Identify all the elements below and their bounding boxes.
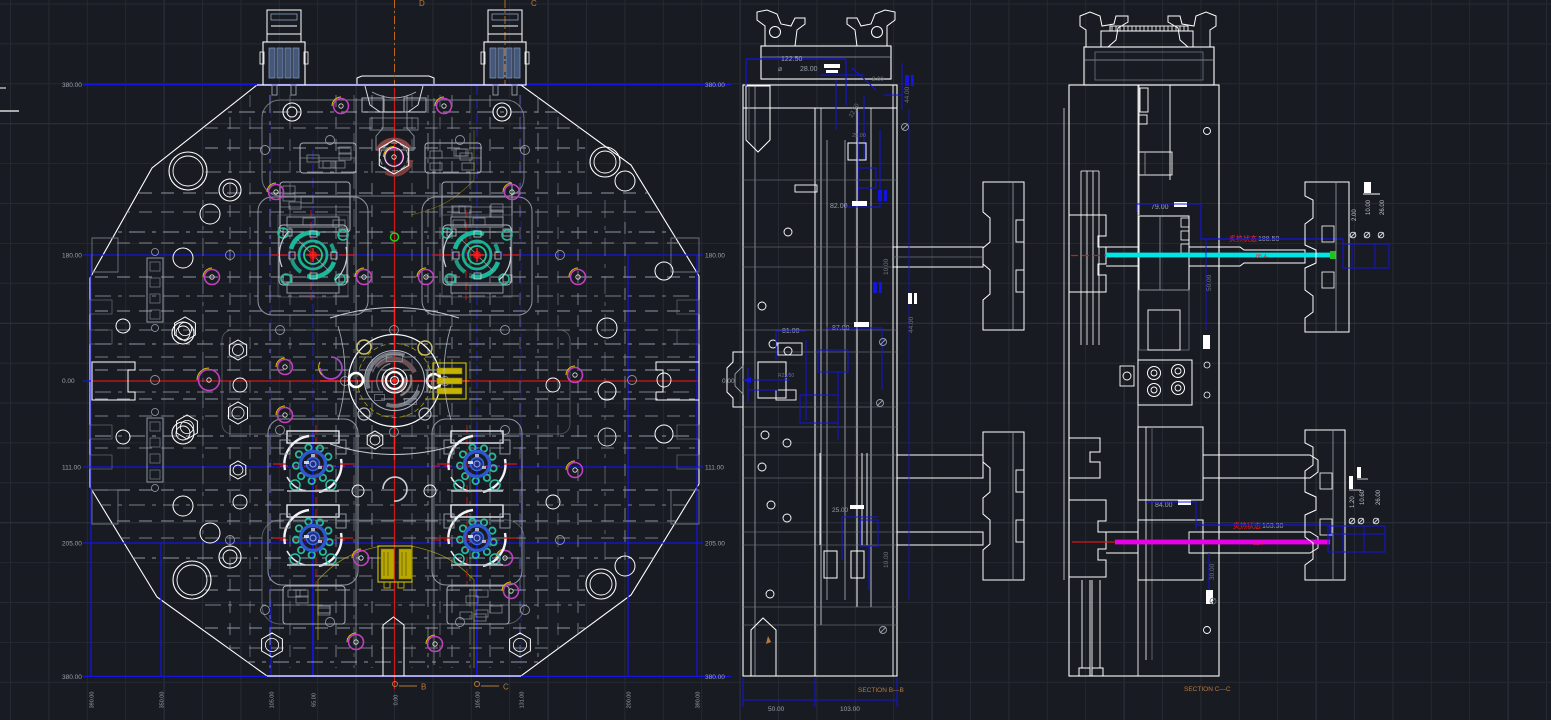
svg-text:26.00: 26.00 xyxy=(1376,489,1382,505)
svg-text:0.00: 0.00 xyxy=(62,378,75,385)
svg-text:390.00: 390.00 xyxy=(696,692,702,709)
svg-text:0.00: 0.00 xyxy=(722,378,735,385)
svg-text:200.00: 200.00 xyxy=(627,692,633,709)
svg-text:25.00: 25.00 xyxy=(852,133,866,139)
svg-text:350.00: 350.00 xyxy=(160,692,166,709)
svg-text:180.00: 180.00 xyxy=(705,253,725,260)
svg-text:R22.50: R22.50 xyxy=(778,373,794,379)
svg-text:2.00: 2.00 xyxy=(1352,209,1358,221)
svg-text:44.00: 44.00 xyxy=(908,316,915,333)
svg-text:10.00: 10.00 xyxy=(883,258,890,275)
svg-text:8.00: 8.00 xyxy=(872,77,884,83)
svg-text:103.00: 103.00 xyxy=(840,706,860,713)
svg-text:105.00: 105.00 xyxy=(476,692,482,709)
svg-text:⌀: ⌀ xyxy=(778,66,782,73)
svg-text:131.00: 131.00 xyxy=(520,692,526,709)
svg-text:10.00: 10.00 xyxy=(1366,199,1372,215)
svg-text:180.00: 180.00 xyxy=(62,253,82,260)
svg-text:10.00: 10.00 xyxy=(883,551,890,568)
svg-text:50.00: 50.00 xyxy=(1206,274,1213,291)
svg-text:380.00: 380.00 xyxy=(705,674,725,681)
svg-text:SECTION C—C: SECTION C—C xyxy=(1184,686,1231,693)
svg-text:111.00: 111.00 xyxy=(705,465,724,472)
svg-text:10.60: 10.60 xyxy=(1360,489,1366,505)
svg-text:122.50: 122.50 xyxy=(781,56,803,63)
svg-text:B: B xyxy=(421,683,426,692)
svg-text:25.00: 25.00 xyxy=(832,507,849,514)
svg-text:0.00: 0.00 xyxy=(394,695,400,706)
svg-text:85.4: 85.4 xyxy=(1256,254,1267,260)
svg-text:205.00: 205.00 xyxy=(705,541,725,548)
svg-text:111.00: 111.00 xyxy=(62,465,81,472)
svg-text:79.00: 79.00 xyxy=(1151,204,1169,211)
svg-text:380.00: 380.00 xyxy=(62,674,82,681)
svg-text:81.4: 81.4 xyxy=(1253,541,1264,547)
svg-text:44.00: 44.00 xyxy=(904,86,911,103)
svg-text:50.00: 50.00 xyxy=(768,706,785,713)
svg-text:C: C xyxy=(531,0,537,8)
svg-text:390.00: 390.00 xyxy=(90,692,96,709)
svg-text:380.00: 380.00 xyxy=(705,82,725,89)
svg-text:380.00: 380.00 xyxy=(62,82,82,89)
svg-text:28.00: 28.00 xyxy=(800,66,818,73)
svg-text:1.20: 1.20 xyxy=(1350,496,1356,508)
svg-text:D: D xyxy=(419,0,425,8)
svg-text:82.00: 82.00 xyxy=(830,203,848,210)
svg-text:105.00: 105.00 xyxy=(270,692,276,709)
svg-text:30.00: 30.00 xyxy=(1209,563,1216,580)
svg-text:84.00: 84.00 xyxy=(1155,502,1173,509)
svg-text:65.00: 65.00 xyxy=(312,693,318,707)
svg-text:205.00: 205.00 xyxy=(62,541,82,548)
svg-text:C: C xyxy=(503,683,509,692)
svg-text:26.00: 26.00 xyxy=(1380,199,1386,215)
svg-text:SECTION B—B: SECTION B—B xyxy=(858,687,904,694)
svg-text:163.30: 163.30 xyxy=(1262,523,1284,530)
